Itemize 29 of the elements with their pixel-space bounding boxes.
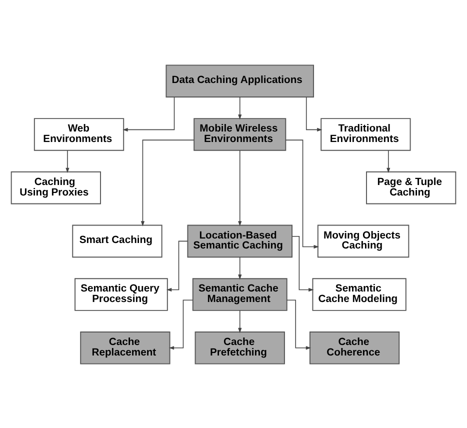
- arrow: [122, 96, 175, 131]
- node-box: Page & Tuple Caching: [366, 170, 456, 204]
- node-box: Mobile Wireless Environments: [194, 118, 286, 150]
- node-box: Traditional Environments: [320, 118, 411, 150]
- node-box: Smart Caching: [72, 224, 162, 258]
- node-box: Semantic Cache Management: [192, 278, 288, 310]
- arrow: [238, 310, 242, 333]
- arrow: [140, 139, 194, 226]
- arrow: [286, 299, 312, 350]
- arrow: [292, 236, 314, 292]
- arrow: [238, 150, 242, 226]
- arrow: [386, 150, 390, 173]
- node-box: Data Caching Applications: [166, 64, 314, 98]
- node-box: Cache Prefetching: [194, 330, 285, 364]
- node-box: Semantic Query Processing: [74, 278, 168, 310]
- arrow: [238, 256, 242, 280]
- arrow: [286, 139, 319, 248]
- arrow: [168, 299, 194, 350]
- node-box: Semantic Cache Modeling: [312, 278, 406, 310]
- arrow: [306, 96, 322, 131]
- node-box: Cache Coherence: [309, 330, 400, 364]
- node-box: Moving Objects Caching: [317, 224, 410, 258]
- arrow: [166, 240, 188, 292]
- node-box: Cache Replacement: [80, 330, 170, 364]
- node-box: Web Environments: [34, 118, 124, 150]
- arrow: [238, 96, 242, 120]
- node-box: Caching Using Proxies: [10, 170, 101, 204]
- arrow: [66, 150, 70, 173]
- node-box: Location-Based Semantic Caching: [187, 224, 292, 258]
